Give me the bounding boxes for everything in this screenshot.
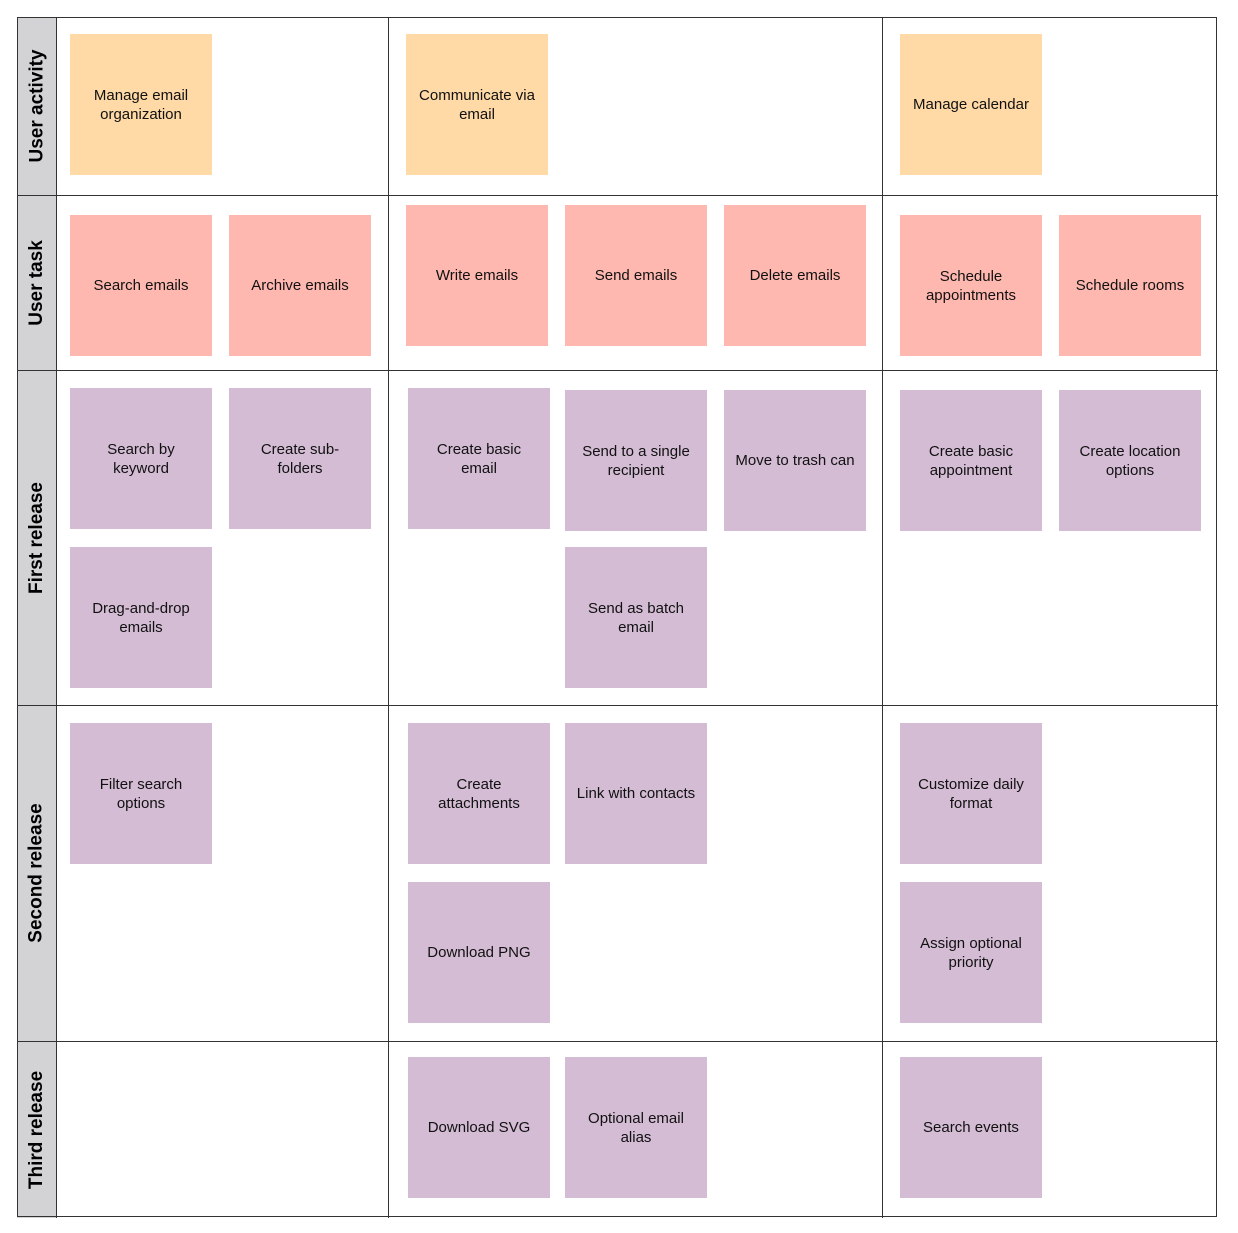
row-divider xyxy=(17,195,1218,196)
row-label-text: User task xyxy=(26,239,47,326)
story-note[interactable]: Filter search options xyxy=(70,723,212,864)
activity-note[interactable]: Communicate via email xyxy=(406,34,548,175)
row-label-text: User activity xyxy=(26,49,48,163)
story-note[interactable]: Move to trash can xyxy=(724,390,866,531)
row-label-text: Third release xyxy=(26,1070,47,1189)
row-label-user-activity: User activity xyxy=(17,17,57,195)
story-note[interactable]: Create basic appointment xyxy=(900,390,1042,531)
story-note[interactable]: Create basic email xyxy=(408,388,550,529)
column-divider xyxy=(882,17,883,1218)
task-note[interactable]: Delete emails xyxy=(724,205,866,346)
story-note[interactable]: Customize daily format xyxy=(900,723,1042,864)
story-note[interactable]: Drag-and-drop emails xyxy=(70,547,212,688)
task-note[interactable]: Schedule appointments xyxy=(900,215,1042,356)
row-label-user-task: User task xyxy=(17,195,57,370)
row-label-text: First release xyxy=(26,481,47,594)
story-note[interactable]: Create sub-folders xyxy=(229,388,371,529)
activity-note[interactable]: Manage email organization xyxy=(70,34,212,175)
task-note[interactable]: Search emails xyxy=(70,215,212,356)
row-divider xyxy=(17,705,1218,706)
row-label-column xyxy=(17,17,57,1218)
row-label-third-release: Third release xyxy=(17,1041,57,1218)
row-label-second-release: Second release xyxy=(17,705,57,1041)
task-note[interactable]: Write emails xyxy=(406,205,548,346)
activity-note[interactable]: Manage calendar xyxy=(900,34,1042,175)
story-note[interactable]: Optional email alias xyxy=(565,1057,707,1198)
story-note[interactable]: Link with contacts xyxy=(565,723,707,864)
story-note[interactable]: Search by keyword xyxy=(70,388,212,529)
story-note[interactable]: Create attachments xyxy=(408,723,550,864)
story-note[interactable]: Send as batch email xyxy=(565,547,707,688)
task-note[interactable]: Schedule rooms xyxy=(1059,215,1201,356)
story-note[interactable]: Download PNG xyxy=(408,882,550,1023)
story-note[interactable]: Send to a single recipient xyxy=(565,390,707,531)
column-divider xyxy=(388,17,389,1218)
task-note[interactable]: Archive emails xyxy=(229,215,371,356)
task-note[interactable]: Send emails xyxy=(565,205,707,346)
story-map-frame xyxy=(17,17,1217,1217)
story-note[interactable]: Assign optional priority xyxy=(900,882,1042,1023)
row-divider xyxy=(17,1041,1218,1042)
story-note[interactable]: Search events xyxy=(900,1057,1042,1198)
story-note[interactable]: Download SVG xyxy=(408,1057,550,1198)
row-label-first-release: First release xyxy=(17,370,57,705)
row-divider xyxy=(17,370,1218,371)
row-label-text: Second release xyxy=(26,803,48,943)
story-note[interactable]: Create location options xyxy=(1059,390,1201,531)
